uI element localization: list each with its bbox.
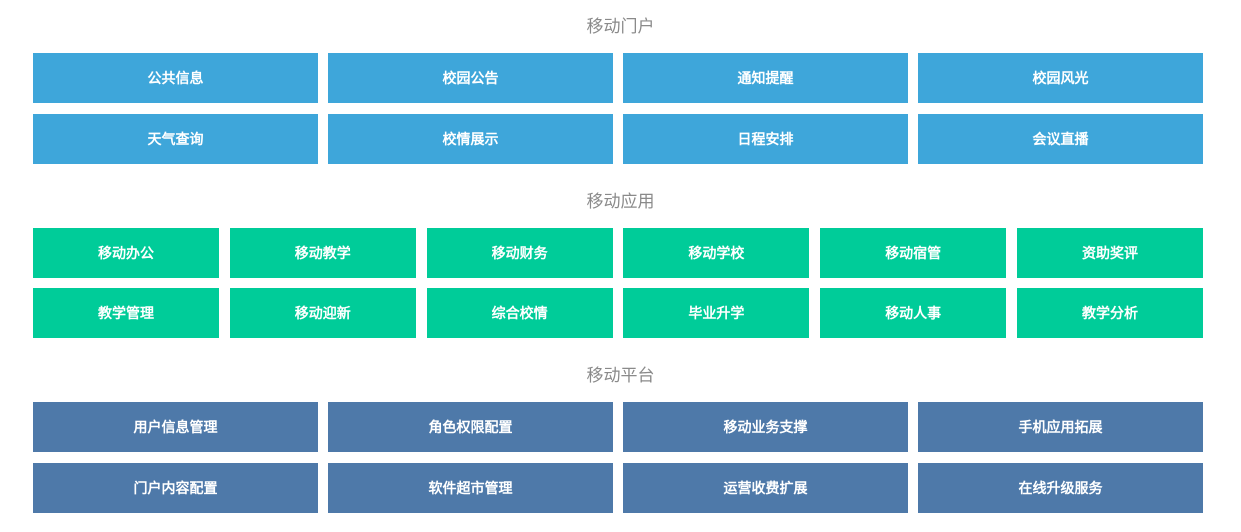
platform-tile[interactable]: 移动业务支撑 bbox=[623, 402, 908, 452]
tile-label: 移动学校 bbox=[688, 246, 745, 262]
portal-tile[interactable]: 通知提醒 bbox=[623, 53, 908, 103]
platform-grid: 用户信息管理 角色权限配置 移动业务支撑 手机应用拓展 门户内容配置 软件超市管… bbox=[33, 402, 1203, 513]
tile-label: 软件超市管理 bbox=[428, 481, 513, 497]
portal-tile[interactable]: 天气查询 bbox=[33, 114, 318, 164]
portal-tile[interactable]: 校情展示 bbox=[328, 114, 613, 164]
tile-label: 移动迎新 bbox=[294, 306, 351, 322]
platform-tile[interactable]: 角色权限配置 bbox=[328, 402, 613, 452]
portal-tile[interactable]: 公共信息 bbox=[33, 53, 318, 103]
app-tile[interactable]: 教学管理 bbox=[33, 288, 219, 338]
app-tile[interactable]: 资助奖评 bbox=[1016, 228, 1203, 278]
tile-label: 校情展示 bbox=[442, 132, 499, 148]
tile-label: 移动业务支撑 bbox=[723, 420, 808, 436]
tile-label: 综合校情 bbox=[491, 306, 548, 322]
app-tile[interactable]: 移动教学 bbox=[229, 228, 416, 278]
section-title-portal: 移动门户 bbox=[586, 17, 655, 37]
app-tile[interactable]: 移动学校 bbox=[623, 228, 810, 278]
section-title-platform: 移动平台 bbox=[586, 366, 655, 386]
platform-tile[interactable]: 用户信息管理 bbox=[33, 402, 318, 452]
tile-label: 校园风光 bbox=[1032, 71, 1089, 87]
tile-label: 移动办公 bbox=[98, 246, 154, 262]
platform-tile[interactable]: 运营收费扩展 bbox=[623, 463, 908, 513]
app-tile[interactable]: 综合校情 bbox=[426, 288, 613, 338]
tile-label: 移动宿管 bbox=[885, 246, 942, 262]
app-tile[interactable]: 移动人事 bbox=[820, 288, 1007, 338]
platform-tile[interactable]: 门户内容配置 bbox=[33, 463, 318, 513]
tile-label: 天气查询 bbox=[147, 132, 204, 148]
tile-label: 用户信息管理 bbox=[133, 420, 218, 436]
portal-tile[interactable]: 会议直播 bbox=[918, 114, 1203, 164]
tile-label: 门户内容配置 bbox=[133, 481, 218, 497]
app-tile[interactable]: 移动宿管 bbox=[820, 228, 1007, 278]
portal-tile[interactable]: 日程安排 bbox=[623, 114, 908, 164]
tile-label: 角色权限配置 bbox=[428, 420, 513, 436]
tile-label: 手机应用拓展 bbox=[1018, 420, 1103, 436]
tile-label: 移动人事 bbox=[885, 306, 942, 322]
apps-grid: 移动办公 移动教学 移动财务 移动学校 移动宿管 资助奖评 教学管理 移动迎新 … bbox=[33, 228, 1203, 338]
platform-tile[interactable]: 手机应用拓展 bbox=[918, 402, 1203, 452]
tile-label: 运营收费扩展 bbox=[723, 481, 808, 497]
portal-tile[interactable]: 校园风光 bbox=[918, 53, 1203, 103]
tile-label: 移动教学 bbox=[294, 246, 351, 262]
app-tile[interactable]: 毕业升学 bbox=[623, 288, 810, 338]
portal-tile[interactable]: 校园公告 bbox=[328, 53, 613, 103]
tile-label: 会议直播 bbox=[1032, 132, 1089, 148]
app-tile[interactable]: 移动办公 bbox=[33, 228, 219, 278]
platform-tile[interactable]: 软件超市管理 bbox=[328, 463, 613, 513]
tile-label: 日程安排 bbox=[737, 132, 794, 148]
app-tile[interactable]: 移动迎新 bbox=[229, 288, 416, 338]
tile-label: 校园公告 bbox=[442, 71, 499, 87]
app-tile[interactable]: 教学分析 bbox=[1016, 288, 1203, 338]
platform-tile[interactable]: 在线升级服务 bbox=[918, 463, 1203, 513]
tile-label: 在线升级服务 bbox=[1018, 481, 1103, 497]
tile-label: 教学管理 bbox=[98, 306, 154, 322]
portal-grid: 公共信息 校园公告 通知提醒 校园风光 天气查询 校情展示 日程安排 会议直播 bbox=[33, 53, 1203, 164]
tile-label: 通知提醒 bbox=[737, 71, 794, 87]
tile-label: 毕业升学 bbox=[688, 306, 745, 322]
tile-label: 公共信息 bbox=[147, 71, 204, 87]
app-tile[interactable]: 移动财务 bbox=[426, 228, 613, 278]
tile-label: 移动财务 bbox=[491, 246, 548, 262]
section-title-apps: 移动应用 bbox=[586, 192, 655, 212]
tile-label: 教学分析 bbox=[1081, 306, 1138, 322]
tile-label: 资助奖评 bbox=[1081, 246, 1138, 262]
